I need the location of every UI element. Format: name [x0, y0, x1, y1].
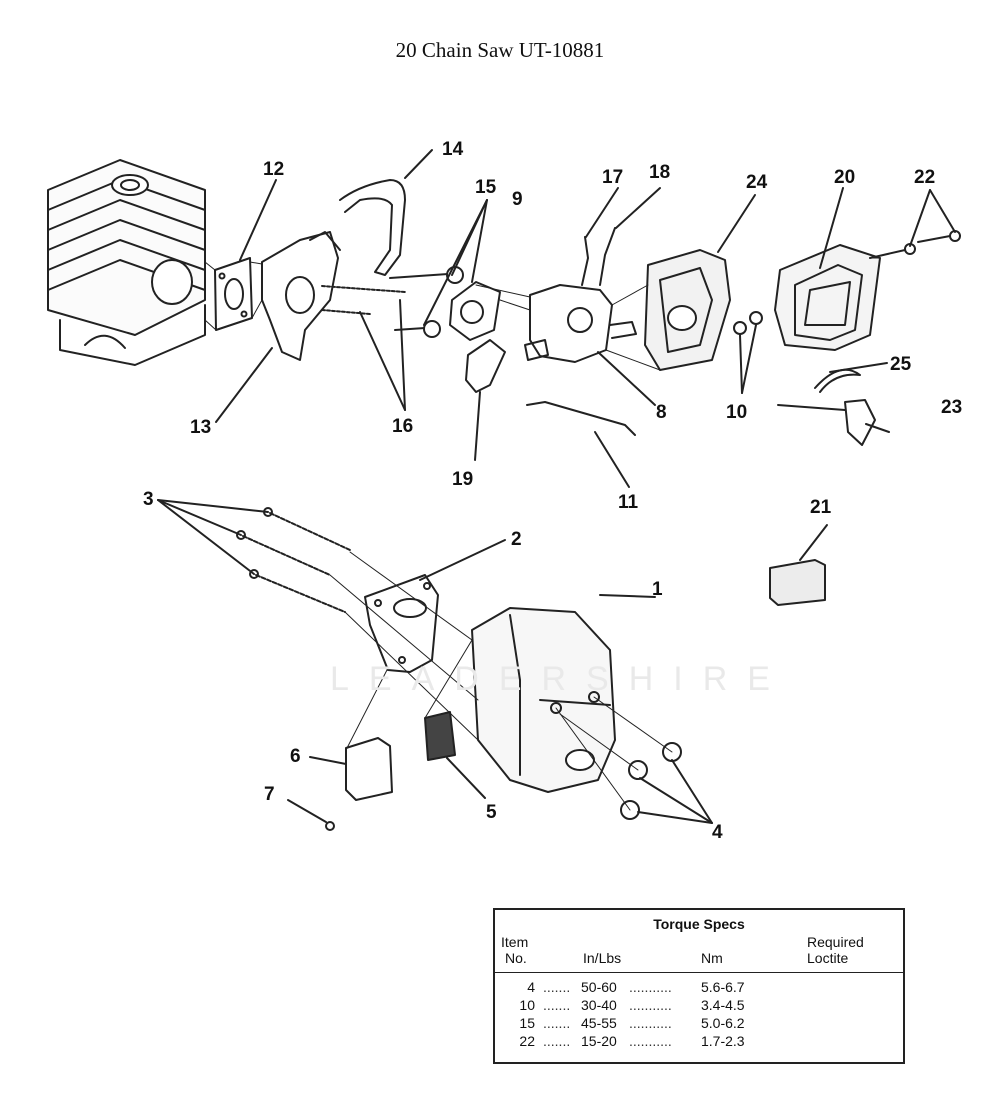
table-row: 15 ....... 45-55 ........... 5.0-6.2: [495, 1014, 903, 1032]
callout-2: 2: [511, 529, 522, 550]
bolts-part: [321, 266, 464, 338]
callout-19: 19: [452, 469, 473, 490]
choke-rod-part: [777, 399, 876, 446]
header-item-line2: No.: [505, 950, 527, 966]
torque-table-caption: Torque Specs: [653, 916, 745, 932]
impulse-line-part: [599, 227, 616, 286]
callout-7: 7: [264, 784, 275, 805]
dot-leader: .......: [543, 1015, 571, 1031]
fuel-hose-part: [339, 179, 406, 276]
filter-base-part: [644, 249, 731, 371]
cell-item: 22: [519, 1033, 535, 1049]
carb-gasket-part: [449, 281, 501, 341]
callout-16: 16: [392, 416, 413, 437]
callout-15: 15: [475, 177, 497, 198]
link-rod-part: [526, 401, 636, 436]
callout-13: 13: [190, 417, 211, 438]
nut-10b: [749, 311, 763, 325]
callout-6: 6: [290, 746, 301, 767]
air-filter-cover-part: [774, 244, 881, 351]
page-title: 20 Chain Saw UT-10881: [395, 38, 605, 62]
throttle-lever-part: [465, 339, 506, 393]
callout-numbers: 1 2 3 4 5 6 7 8 9 10 11 12 13 14 15 16 1…: [143, 139, 962, 843]
intake-manifold-part: [261, 231, 341, 361]
cell-inlbs: 15-20: [581, 1033, 617, 1049]
callout-24: 24: [746, 172, 768, 193]
exploded-parts-diagram: LEADERSHIRE 1 2 3 4 5 6 7 8 9 10 11 12 1…: [47, 139, 962, 843]
callout-18: 18: [649, 162, 670, 183]
header-divider: [495, 972, 903, 973]
header-item-line1: Item: [501, 934, 529, 950]
callout-14: 14: [442, 139, 464, 160]
nut-10a: [733, 321, 747, 335]
cover-screws-part: [869, 230, 961, 259]
dot-leader: ...........: [629, 1033, 672, 1049]
choke-spring-part: [814, 368, 861, 393]
cell-nm: 5.6-6.7: [701, 979, 745, 995]
cell-item: 15: [519, 1015, 535, 1031]
header-required-line1: Required: [807, 934, 864, 950]
dot-leader: .......: [543, 997, 571, 1013]
callout-23: 23: [941, 397, 962, 418]
callout-21: 21: [810, 497, 832, 518]
callout-20: 20: [834, 167, 855, 188]
cell-item: 4: [527, 979, 535, 995]
table-row: 10 ....... 30-40 ........... 3.4-4.5: [495, 996, 903, 1014]
cell-inlbs: 45-55: [581, 1015, 617, 1031]
header-inlbs: In/Lbs: [583, 950, 622, 966]
callout-22: 22: [914, 167, 935, 188]
cell-item: 10: [519, 997, 535, 1013]
carburetor-part: [524, 284, 637, 363]
cap-screw-part: [325, 821, 335, 831]
table-row: 4 ....... 50-60 ........... 5.6-6.7: [495, 978, 903, 996]
table-row: 22 ....... 15-20 ........... 1.7-2.3: [495, 1032, 903, 1050]
callout-9: 9: [512, 189, 523, 210]
cell-nm: 3.4-4.5: [701, 997, 745, 1013]
cell-nm: 1.7-2.3: [701, 1033, 745, 1049]
torque-specs-table: Torque Specs Item No. In/Lbs Nm Required…: [493, 908, 905, 1064]
callout-10: 10: [726, 402, 747, 423]
dot-leader: ...........: [629, 979, 672, 995]
callout-17: 17: [602, 167, 623, 188]
watermark: LEADERSHIRE: [330, 660, 790, 698]
dot-leader: .......: [543, 979, 571, 995]
torque-rows: 4 ....... 50-60 ........... 5.6-6.7 10 .…: [495, 978, 903, 1050]
gasket-part: [214, 257, 253, 331]
callout-12: 12: [263, 159, 284, 180]
cell-inlbs: 30-40: [581, 997, 617, 1013]
cell-inlbs: 50-60: [581, 979, 617, 995]
muffler-part: [471, 607, 616, 793]
callout-3: 3: [143, 489, 154, 510]
spark-screen-part: [424, 711, 456, 761]
header-required-line2: Loctite: [807, 950, 849, 966]
cell-nm: 5.0-6.2: [701, 1015, 745, 1031]
callout-8: 8: [656, 402, 667, 423]
muffler-gasket-part: [364, 574, 439, 673]
dot-leader: ...........: [629, 1015, 672, 1031]
callout-4: 4: [712, 822, 723, 843]
header-nm: Nm: [701, 950, 723, 966]
pre-filter-part: [769, 559, 826, 606]
callout-1: 1: [652, 579, 663, 600]
dot-leader: .......: [543, 1033, 571, 1049]
leader-lines: [157, 149, 956, 824]
callout-25: 25: [890, 354, 912, 375]
dot-leader: ...........: [629, 997, 672, 1013]
cylinder-part: [47, 159, 206, 366]
callout-5: 5: [486, 802, 497, 823]
muffler-nuts-part: [620, 742, 682, 820]
fuel-line-part: [581, 236, 589, 286]
alignment-lines: [204, 257, 881, 811]
long-screws-part: [236, 507, 351, 613]
cap-part: [345, 737, 393, 801]
callout-11: 11: [618, 492, 639, 513]
